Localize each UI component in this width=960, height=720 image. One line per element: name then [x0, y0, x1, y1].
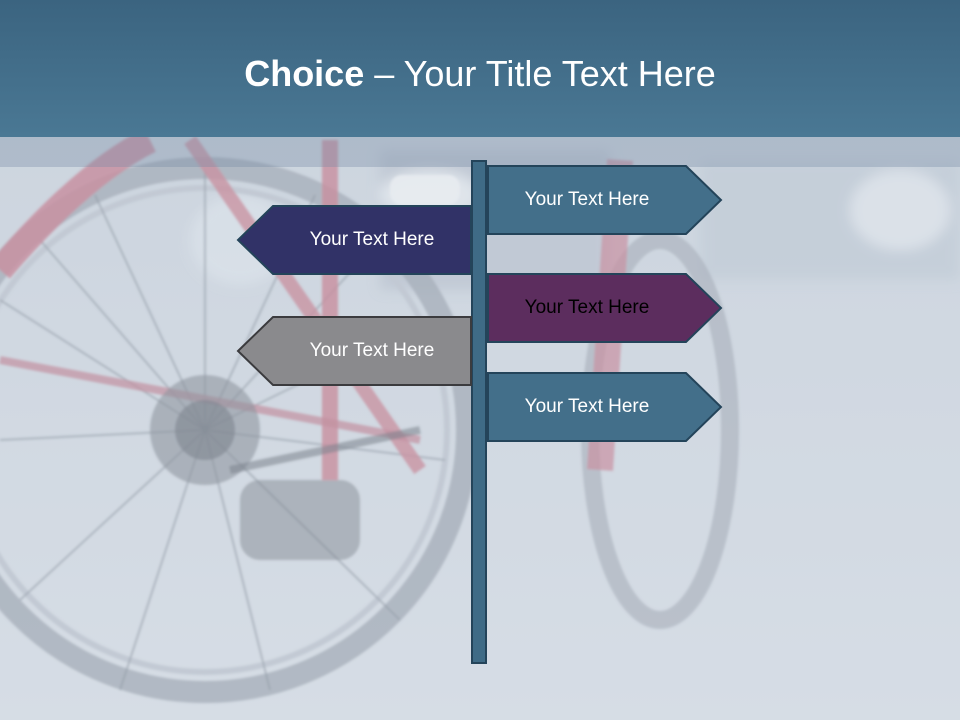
title-bar — [0, 0, 960, 137]
sign-label: Your Text Here — [309, 229, 435, 250]
sign-label: Your Text Here — [524, 189, 650, 210]
signpost-pole — [471, 160, 487, 664]
signpost-arrow-right-2: Your Text Here — [487, 273, 723, 343]
sign-label: Your Text Here — [309, 340, 435, 361]
sign-shape — [487, 372, 723, 442]
signpost-arrow-right-3: Your Text Here — [487, 372, 723, 442]
sign-shape — [236, 205, 472, 275]
slide-title-bold: Choice — [244, 53, 365, 94]
signpost-arrow-left-2: Your Text Here — [236, 316, 472, 386]
signpost-arrow-left-1: Your Text Here — [236, 205, 472, 275]
sign-shape — [487, 273, 723, 343]
sign-label: Your Text Here — [524, 297, 650, 318]
slide-title: Choice – Your Title Text Here — [0, 52, 960, 96]
sign-label: Your Text Here — [524, 396, 650, 417]
signpost-arrow-right-1: Your Text Here — [487, 165, 723, 235]
slide-title-text: – Your Title Text Here — [364, 53, 716, 94]
sign-shape — [236, 316, 472, 386]
sign-shape — [487, 165, 723, 235]
